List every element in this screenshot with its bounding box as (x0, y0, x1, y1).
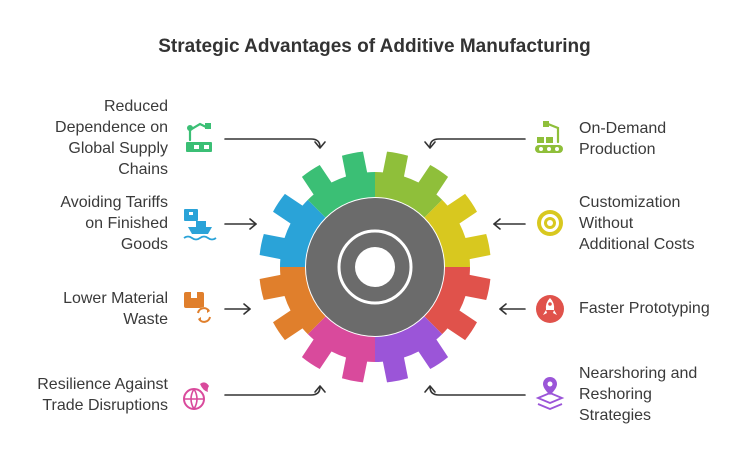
arrow-resilience (224, 385, 326, 396)
gear-segment-resilience (301, 316, 375, 383)
label-resilience: Resilience Against Trade Disruptions (37, 376, 168, 414)
globe-icon (183, 382, 209, 410)
conveyor-icon (535, 121, 563, 153)
gear-segment-faster-prototyping (424, 267, 491, 341)
hub-ring (337, 229, 413, 305)
label-on-demand: On-Demand Production (579, 120, 667, 158)
hub-hole (355, 247, 395, 287)
arrow-faster-prototyping (499, 303, 526, 315)
gear (259, 151, 491, 383)
gear-segment-lower-waste (259, 267, 326, 341)
arrow-customization (493, 218, 526, 230)
shipping-icon (183, 209, 217, 241)
diagram-title: Strategic Advantages of Additive Manufac… (158, 36, 591, 57)
arrow-on-demand (424, 138, 526, 149)
lifebuoy-icon (537, 210, 563, 236)
supply-chain-icon (186, 122, 212, 152)
label-avoiding-tariffs: Avoiding Tariffs on Finished Goods (60, 194, 168, 253)
label-customization: Customization Without Additional Costs (579, 194, 695, 253)
gear-segment-reduced-dependence (301, 151, 375, 218)
arrow-reduced-dependence (224, 138, 326, 149)
recycle-box-icon (184, 292, 212, 323)
gear-segment-nearshoring (375, 316, 449, 383)
map-pin-icon (535, 377, 565, 410)
arrow-lower-material-waste (224, 303, 251, 315)
gear-segment-avoiding-tariffs (259, 193, 326, 267)
label-faster-prototyping: Faster Prototyping (579, 300, 710, 317)
gear-segment-customization (424, 193, 491, 267)
rocket-icon (536, 295, 564, 323)
arrow-avoiding-tariffs (224, 218, 257, 230)
gear-segment-on-demand (375, 151, 449, 218)
label-nearshoring: Nearshoring and Reshoring Strategies (579, 365, 698, 424)
label-reduced-dependence: Reduced Dependence on Global Supply Chai… (55, 98, 168, 178)
label-lower-material-waste: Lower Material Waste (63, 290, 168, 328)
arrow-nearshoring (424, 385, 526, 396)
